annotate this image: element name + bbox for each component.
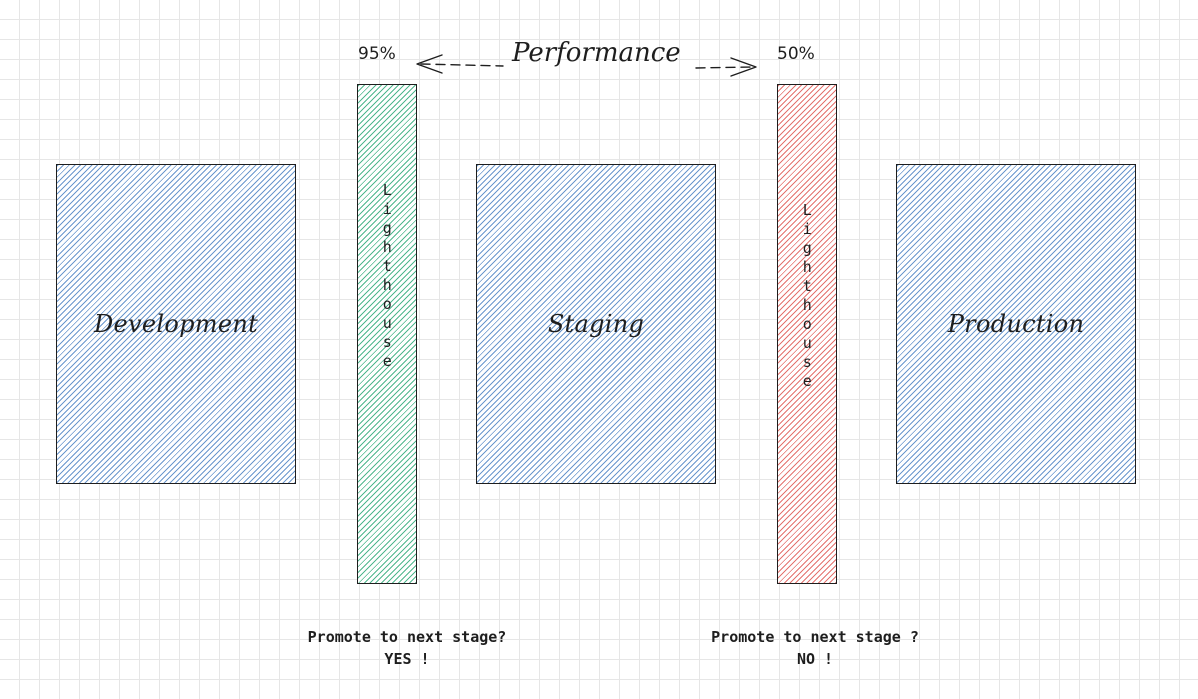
lighthouse-gate-pass-label: Lighthouse xyxy=(378,181,397,371)
stage-development[interactable]: Development xyxy=(56,164,296,484)
gate-fail-score: 50% xyxy=(777,44,815,64)
lighthouse-gate-fail-label: Lighthouse xyxy=(798,201,817,391)
arrow-shaft-left xyxy=(420,63,504,67)
stage-staging-label: Staging xyxy=(547,310,645,338)
performance-label: Performance xyxy=(512,38,681,68)
arrowhead-right xyxy=(730,57,757,77)
stage-production[interactable]: Production xyxy=(896,164,1136,484)
stage-production-label: Production xyxy=(947,310,1085,338)
promotion-answer-fail: NO ! xyxy=(796,650,834,668)
promotion-note-fail: Promote to next stage ? NO ! xyxy=(672,626,958,670)
stage-development-label: Development xyxy=(93,310,259,338)
lighthouse-gate-fail[interactable]: Lighthouse xyxy=(777,84,837,584)
promotion-note-pass: Promote to next stage? YES ! xyxy=(270,626,544,670)
promotion-answer-pass: YES ! xyxy=(384,650,430,668)
promotion-question-pass: Promote to next stage? xyxy=(307,628,507,646)
lighthouse-gate-pass[interactable]: Lighthouse xyxy=(357,84,417,584)
gate-pass-score: 95% xyxy=(358,44,396,64)
promotion-question-fail: Promote to next stage ? xyxy=(711,628,919,646)
stage-staging[interactable]: Staging xyxy=(476,164,716,484)
arrowhead-left xyxy=(416,54,443,74)
arrow-shaft-right xyxy=(695,66,753,69)
